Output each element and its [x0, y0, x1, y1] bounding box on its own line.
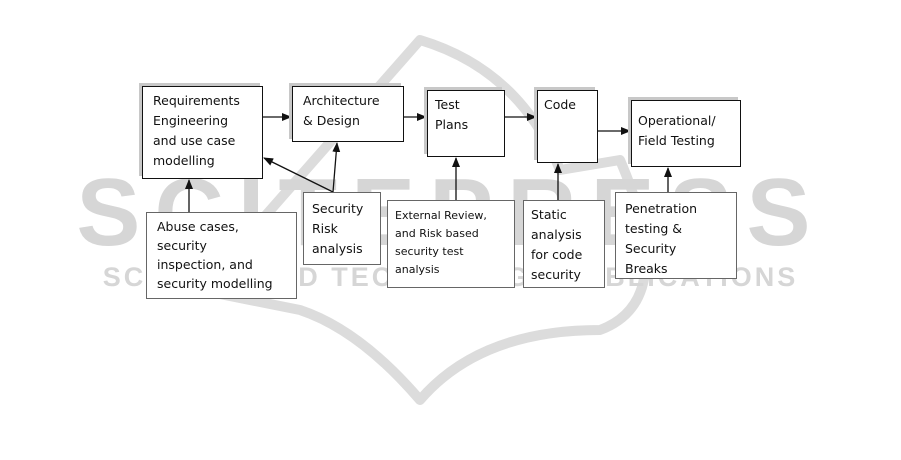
step-operational: Operational/ Field Testing — [631, 100, 741, 167]
activity-static-analysis: Static analysis for code security — [523, 200, 605, 288]
activity-abuse-cases: Abuse cases, security inspection, and se… — [146, 212, 297, 299]
step-code: Code — [537, 90, 598, 163]
step-requirements-label: Requirements Engineering and use case mo… — [153, 93, 240, 168]
activity-abuse-cases-label: Abuse cases, security inspection, and se… — [157, 219, 273, 291]
step-architecture: Architecture & Design — [292, 86, 404, 142]
step-code-label: Code — [544, 97, 577, 112]
activity-security-risk: Security Risk analysis — [303, 192, 381, 265]
arrow-risk-to-architecture — [332, 142, 341, 193]
activity-penetration-label: Penetration testing & Security Breaks — [625, 201, 698, 276]
step-operational-label: Operational/ Field Testing — [638, 113, 716, 148]
activity-external-review-label: External Review, and Risk based security… — [395, 209, 487, 276]
step-requirements: Requirements Engineering and use case mo… — [142, 86, 263, 179]
activity-static-analysis-label: Static analysis for code security — [531, 207, 583, 282]
activity-security-risk-label: Security Risk analysis — [312, 201, 364, 256]
activity-external-review: External Review, and Risk based security… — [387, 200, 515, 288]
step-architecture-label: Architecture & Design — [303, 93, 380, 128]
arrow-risk-to-requirements — [263, 157, 334, 193]
activity-penetration: Penetration testing & Security Breaks — [615, 192, 737, 279]
step-test-plans-label: Test Plans — [435, 97, 469, 132]
step-test-plans: Test Plans — [427, 90, 505, 157]
